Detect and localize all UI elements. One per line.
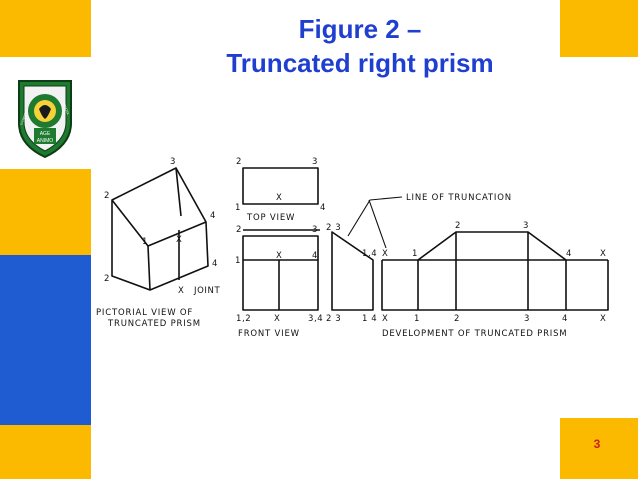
development-bottom-14: 1 4 [362,314,377,324]
front-view-caption: FRONT VIEW [238,329,300,339]
slide-title: Figure 2 – Truncated right prism [150,12,570,80]
development-bottom-23: 2 3 [326,314,341,324]
top-view-label-3: 3 [312,157,318,167]
development-outline [381,231,609,311]
development-bottom-2: 2 [454,314,460,324]
development-top-4: 4 [566,249,572,259]
school-logo: HIGH ELEMENTARY SCHOOL AGE ANIMO [18,80,72,159]
development-top-2: 2 [455,221,461,231]
title-line-2: Truncated right prism [226,48,494,78]
right-bar-yellow-top [560,0,638,57]
pictorial-vertex-2-bottom: 2 [104,274,110,284]
right-bar-yellow-bottom [560,418,638,479]
pictorial-joint-x: X [178,286,184,296]
pictorial-joint-label: JOINT [193,286,220,296]
logo-left-text: ELEMENTARY [19,108,29,126]
development-caption: DEVELOPMENT OF TRUNCATED PRISM [382,329,567,339]
logo-motto-2: ANIMO [37,138,54,144]
pictorial-vertex-3: 3 [170,157,176,167]
development-truncation [331,231,374,311]
top-view-label-4: 4 [320,203,326,213]
development-top-14: 1,4 [362,249,377,259]
title-line-1: Figure 2 – [298,14,422,44]
logo-top-text: HIGH [40,89,50,94]
left-bar-yellow-mid [0,169,91,255]
left-bar-yellow-top [0,0,91,57]
pictorial-vertex-2-top: 2 [104,191,110,201]
top-view-caption: TOP VIEW [246,213,295,223]
front-view-label-x: X [276,251,282,261]
development-top-x2: X [600,249,606,259]
pictorial-outline [111,167,209,291]
development-top-x1: X [382,249,388,259]
front-view-bottom-34: 3,4 [308,314,323,324]
left-bar-yellow-bottom [0,425,91,479]
front-view-outline [242,229,320,311]
front-view-label-3: 3 [312,225,318,235]
pictorial-vertex-4-lower: 4 [212,259,218,269]
top-view-label-2: 2 [236,157,242,167]
development-bottom-3: 3 [524,314,530,324]
development-top-1: 1 [412,249,418,259]
development-bottom-1: 1 [414,314,420,324]
development-top-23: 2 3 [326,223,341,233]
truncation-label: LINE OF TRUNCATION [406,193,512,203]
front-view-label-4: 4 [312,251,318,261]
pictorial-vertex-4-upper: 4 [210,211,216,221]
front-view-bottom-12: 1,2 [236,314,251,324]
pictorial-vertex-x-upper: X [176,235,182,245]
development-bottom-4: 4 [562,314,568,324]
top-view-rect [242,167,319,205]
logo-motto-1: AGE [40,131,51,137]
front-view-bottom-x: X [274,314,280,324]
logo-right-text: SCHOOL [62,102,70,116]
page-number: 3 [593,437,601,451]
development-bottom-x2: X [600,314,606,324]
pictorial-edges [111,167,207,291]
pictorial-vertex-1: 1 [142,237,148,247]
top-view-label-1: 1 [235,203,241,213]
truncation-leader [347,196,403,249]
development-top-3: 3 [523,221,529,231]
front-view-label-2: 2 [236,225,242,235]
truncated-prism-drawing: 3 2 4 X 1 2 4 X JOINT PICTORIAL VIEW OF … [96,157,609,339]
front-view-label-1: 1 [235,256,241,266]
pictorial-caption-1: PICTORIAL VIEW OF [96,308,193,318]
left-bar-blue [0,255,91,425]
pictorial-caption-2: TRUNCATED PRISM [107,319,201,329]
top-view-label-x: X [276,193,282,203]
development-bottom-x1: X [382,314,388,324]
